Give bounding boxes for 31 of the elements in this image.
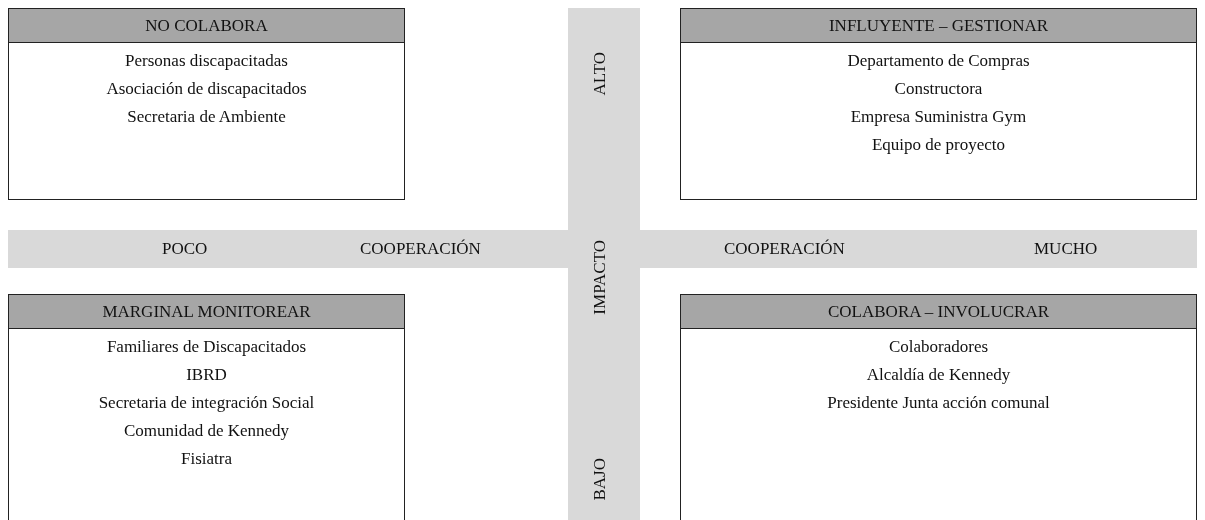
- quadrant-box: [8, 294, 405, 520]
- list-item: Comunidad de Kennedy: [123, 421, 290, 441]
- axis-label: ALTO: [590, 52, 610, 96]
- quadrant-box: [8, 8, 405, 200]
- quadrant-box: [680, 8, 1197, 200]
- list-item: Alcaldía de Kennedy: [866, 365, 1011, 385]
- axis-label: COOPERACIÓN: [360, 239, 481, 259]
- axis-band: [568, 8, 640, 520]
- axis-label: BAJO: [590, 458, 610, 501]
- quadrant-heading: COLABORA – INVOLUCRAR: [681, 295, 1196, 329]
- list-item: Constructora: [894, 79, 983, 99]
- list-item: Secretaria de integración Social: [98, 393, 315, 413]
- list-item: Fisiatra: [181, 449, 232, 469]
- axis-label: IMPACTO: [590, 240, 610, 315]
- axis-label: COOPERACIÓN: [724, 239, 845, 259]
- quadrant-heading: INFLUYENTE – GESTIONAR: [681, 9, 1196, 43]
- quadrant-heading: NO COLABORA: [9, 9, 404, 43]
- list-item: Asociación de discapacitados: [106, 79, 307, 99]
- list-item: Personas discapacitadas: [125, 51, 288, 71]
- quadrant-heading: MARGINAL MONITOREAR: [9, 295, 404, 329]
- list-item: Presidente Junta acción comunal: [827, 393, 1050, 413]
- list-item: Empresa Suministra Gym: [850, 107, 1027, 127]
- list-item: Familiares de Discapacitados: [106, 337, 307, 357]
- axis-label: POCO: [162, 239, 208, 259]
- list-item: Equipo de proyecto: [871, 135, 1006, 155]
- list-item: Departamento de Compras: [847, 51, 1030, 71]
- quadrant-box: [680, 294, 1197, 520]
- list-item: IBRD: [186, 365, 227, 385]
- list-item: Colaboradores: [888, 337, 989, 357]
- axis-label: MUCHO: [1034, 239, 1098, 259]
- list-item: Secretaria de Ambiente: [127, 107, 286, 127]
